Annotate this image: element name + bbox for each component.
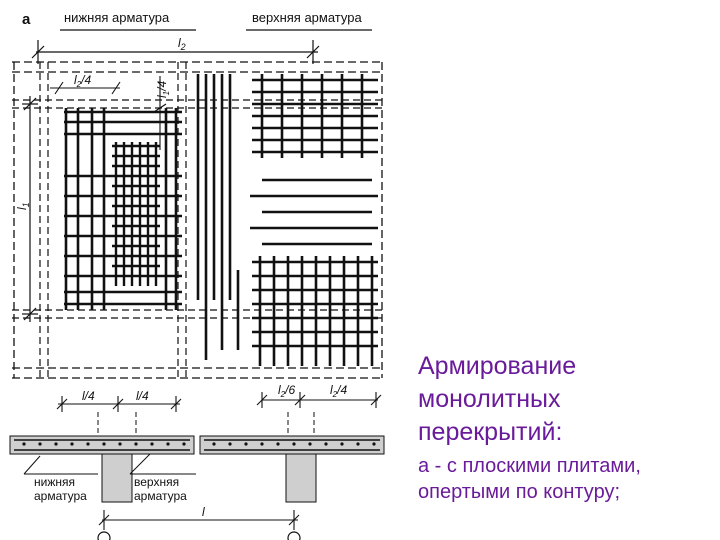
dim-l2-quarter-b-label: l2/4 bbox=[330, 383, 347, 399]
axis-marker-left bbox=[97, 531, 111, 540]
section-dim-left: l/4 bbox=[82, 389, 95, 403]
section-span-dimension bbox=[98, 510, 300, 530]
dimension-l2-quarter bbox=[50, 81, 121, 95]
dim-l2-quarter-label: l2/4 bbox=[74, 73, 91, 89]
dim-l2-label: l2 bbox=[178, 36, 186, 52]
dimension-l1 bbox=[22, 96, 38, 322]
caption-subtitle-line2: опертыми по контуру; bbox=[418, 481, 621, 503]
section-span-label: l bbox=[202, 505, 205, 519]
bottom-mesh-coarse bbox=[64, 108, 182, 310]
section-label-top-1: верхняя bbox=[134, 475, 179, 489]
dim-l1-quarter-label: l1/4 bbox=[155, 81, 171, 98]
label-bottom-reinforcement: нижняя арматура bbox=[64, 10, 170, 25]
dimension-l2 bbox=[31, 40, 320, 64]
axis-marker-right bbox=[287, 531, 301, 540]
caption-block: Армирование монолитных перекрытий: а - с… bbox=[418, 350, 714, 505]
bottom-mesh-dense bbox=[112, 142, 160, 286]
caption-title-line3: перекрытий: bbox=[418, 418, 563, 446]
dim-l2-sixth-label: l2/6 bbox=[278, 383, 295, 399]
section-leaders bbox=[23, 453, 196, 475]
section-label-bottom-1: нижняя bbox=[34, 475, 75, 489]
caption-subtitle-line1: а - с плоскими плитами, bbox=[418, 455, 641, 477]
caption-title-line2: монолитных bbox=[418, 385, 561, 413]
panel-letter: а bbox=[22, 11, 31, 28]
dimension-lower-plan bbox=[256, 392, 382, 408]
caption-title-line1: Армирование bbox=[418, 352, 577, 380]
slab-section-right bbox=[199, 435, 385, 503]
slab-contour bbox=[12, 61, 384, 379]
section-dim-right: l/4 bbox=[136, 389, 149, 403]
section-dashed-guides bbox=[97, 412, 315, 436]
dim-l1-label: l1 bbox=[15, 202, 31, 210]
top-reinforcement-bars bbox=[196, 74, 378, 366]
label-top-reinforcement: верхняя арматура bbox=[252, 10, 362, 25]
section-label-top-2: арматура bbox=[134, 489, 187, 503]
section-rebar-lines bbox=[14, 439, 380, 451]
section-rebar-dots bbox=[22, 442, 376, 446]
section-dimensions bbox=[56, 396, 182, 412]
section-label-bottom-2: арматура bbox=[34, 489, 87, 503]
